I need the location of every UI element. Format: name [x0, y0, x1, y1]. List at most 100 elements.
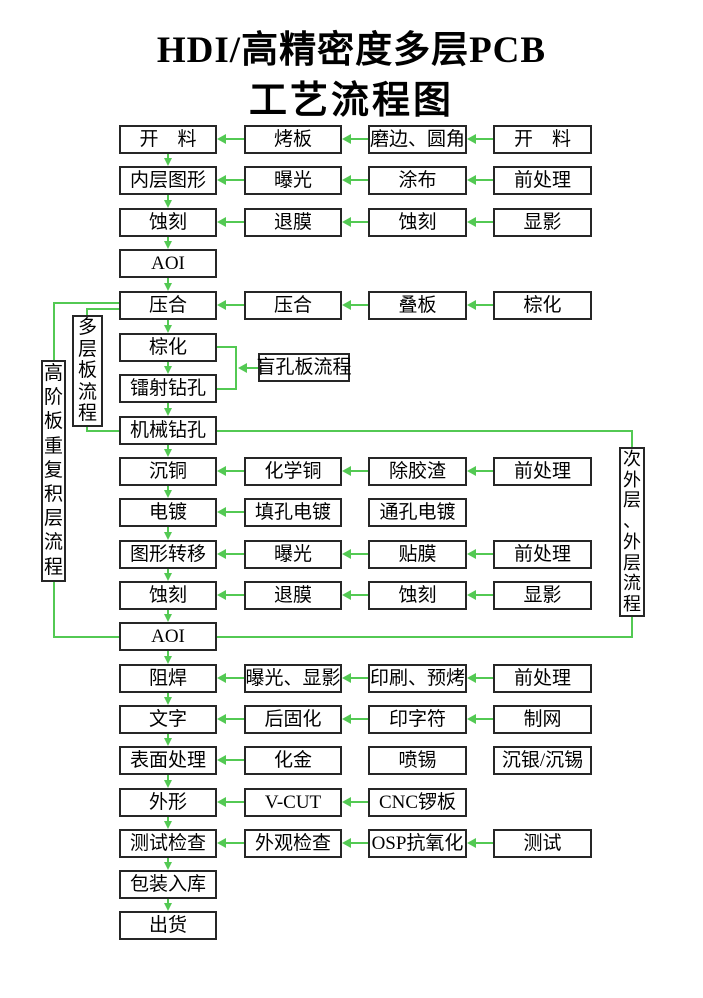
- step-r14-c2: 曝光、显影: [244, 664, 342, 693]
- step-r9-c2: 化学铜: [244, 457, 342, 486]
- h-arrow-icon: [467, 134, 493, 144]
- v-arrow-icon: [164, 237, 172, 249]
- h-arrow-icon: [217, 714, 244, 724]
- annotation-blind-via: 盲孔板流程: [257, 353, 352, 382]
- connector-line: [217, 636, 633, 638]
- connector-line: [54, 636, 119, 638]
- h-arrow-icon: [467, 466, 493, 476]
- step-r14-c3: 印刷、预烤: [368, 664, 467, 693]
- h-arrow-icon: [342, 300, 368, 310]
- step-r4-c1: AOI: [119, 249, 217, 278]
- step-r1-c4: 开 料: [493, 125, 592, 154]
- step-r5-c4: 棕化: [493, 291, 592, 320]
- step-r12-c4: 显影: [493, 581, 592, 610]
- page-title-line2: 工艺流程图: [248, 80, 454, 122]
- step-r3-c1: 蚀刻: [119, 208, 217, 237]
- step-r12-c2: 退膜: [244, 581, 342, 610]
- step-r11-c3: 贴膜: [368, 540, 467, 569]
- step-r10-c3: 通孔电镀: [368, 498, 467, 527]
- v-arrow-icon: [164, 610, 172, 622]
- step-r15-c2: 后固化: [244, 705, 342, 734]
- step-r1-c2: 烤板: [244, 125, 342, 154]
- step-r2-c3: 涂布: [368, 166, 467, 195]
- step-r12-c1: 蚀刻: [119, 581, 217, 610]
- step-r9-c3: 除胶渣: [368, 457, 467, 486]
- v-arrow-icon: [164, 569, 172, 581]
- page-title-line1: HDI/高精密度多层PCB: [156, 30, 547, 71]
- h-arrow-icon: [467, 673, 493, 683]
- connector-line: [87, 430, 119, 432]
- h-arrow-icon: [342, 673, 368, 683]
- v-arrow-icon: [164, 527, 172, 540]
- step-r2-c2: 曝光: [244, 166, 342, 195]
- v-arrow-icon: [164, 154, 172, 166]
- step-r12-c3: 蚀刻: [368, 581, 467, 610]
- step-r18-c4: 测试: [493, 829, 592, 858]
- h-arrow-icon: [217, 590, 244, 600]
- step-r9-c4: 前处理: [493, 457, 592, 486]
- step-r20-c1: 出货: [119, 911, 217, 940]
- v-arrow-icon: [164, 734, 172, 746]
- h-arrow-icon: [467, 217, 493, 227]
- h-arrow-icon: [342, 466, 368, 476]
- step-r7-c1: 镭射钻孔: [119, 374, 217, 403]
- step-r18-c2: 外观检查: [244, 829, 342, 858]
- v-arrow-icon: [164, 403, 172, 416]
- v-arrow-icon: [164, 445, 172, 457]
- step-r16-c4: 沉银/沉锡: [493, 746, 592, 775]
- step-r17-c1: 外形: [119, 788, 217, 817]
- step-r3-c4: 显影: [493, 208, 592, 237]
- v-arrow-icon: [164, 775, 172, 788]
- connector-line: [235, 346, 237, 390]
- v-arrow-icon: [164, 693, 172, 705]
- h-arrow-icon: [342, 590, 368, 600]
- step-r18-c1: 测试检查: [119, 829, 217, 858]
- step-r3-c3: 蚀刻: [368, 208, 467, 237]
- h-arrow-icon: [217, 300, 244, 310]
- h-arrow-icon: [467, 590, 493, 600]
- step-r18-c3: OSP抗氧化: [368, 829, 467, 858]
- h-arrow-icon: [217, 797, 244, 807]
- step-r17-c2: V-CUT: [244, 788, 342, 817]
- h-arrow-icon: [217, 217, 244, 227]
- h-arrow-icon: [217, 134, 244, 144]
- step-r5-c1: 压合: [119, 291, 217, 320]
- step-r1-c1: 开 料: [119, 125, 217, 154]
- h-arrow-icon: [467, 838, 493, 848]
- h-arrow-icon: [217, 673, 244, 683]
- step-r1-c3: 磨边、圆角: [368, 125, 467, 154]
- step-r19-c1: 包装入库: [119, 870, 217, 899]
- h-arrow-icon: [342, 175, 368, 185]
- step-r11-c4: 前处理: [493, 540, 592, 569]
- v-arrow-icon: [164, 651, 172, 664]
- step-r11-c1: 图形转移: [119, 540, 217, 569]
- connector-line: [87, 308, 119, 310]
- v-arrow-icon: [164, 858, 172, 870]
- step-r11-c2: 曝光: [244, 540, 342, 569]
- side-label-outer-layer: 次外层、外层流程: [619, 447, 645, 617]
- step-r6-c1: 棕化: [119, 333, 217, 362]
- step-r15-c4: 制网: [493, 705, 592, 734]
- step-r14-c4: 前处理: [493, 664, 592, 693]
- step-r13-c1: AOI: [119, 622, 217, 651]
- v-arrow-icon: [164, 195, 172, 208]
- h-arrow-icon: [342, 797, 368, 807]
- step-r10-c1: 电镀: [119, 498, 217, 527]
- step-r3-c2: 退膜: [244, 208, 342, 237]
- step-r16-c2: 化金: [244, 746, 342, 775]
- side-label-high-order: 高阶板重复积层流程: [41, 360, 66, 582]
- connector-line: [217, 430, 633, 432]
- step-r16-c3: 喷锡: [368, 746, 467, 775]
- h-arrow-icon: [342, 714, 368, 724]
- h-arrow-icon: [342, 838, 368, 848]
- step-r8-c1: 机械钻孔: [119, 416, 217, 445]
- h-arrow-icon: [217, 466, 244, 476]
- step-r9-c1: 沉铜: [119, 457, 217, 486]
- side-label-multilayer: 多层板流程: [72, 315, 103, 427]
- step-r5-c2: 压合: [244, 291, 342, 320]
- step-r14-c1: 阻焊: [119, 664, 217, 693]
- v-arrow-icon: [164, 278, 172, 291]
- step-r2-c4: 前处理: [493, 166, 592, 195]
- step-r15-c1: 文字: [119, 705, 217, 734]
